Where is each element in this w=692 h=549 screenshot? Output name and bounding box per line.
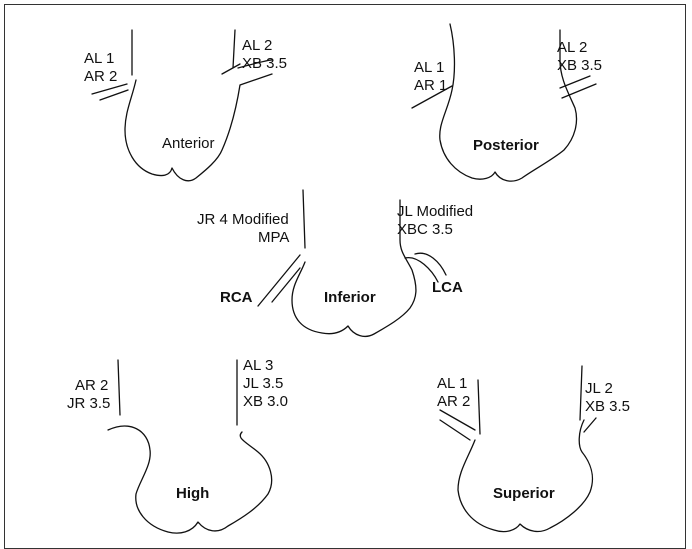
high-left-label-2: JR 3.5 xyxy=(67,395,110,412)
anterior-left-label-1: AL 1 xyxy=(84,50,114,67)
high-right-label-3: XB 3.0 xyxy=(243,393,288,410)
panel-posterior: AL 1 AR 1 AL 2 XB 3.5 Posterior xyxy=(411,23,602,182)
anterior-aorta-outline xyxy=(91,29,273,182)
anterior-title: Anterior xyxy=(162,135,215,152)
superior-right-label-2: XB 3.5 xyxy=(585,398,630,415)
superior-right-label-1: JL 2 xyxy=(585,380,613,397)
high-aorta-outline xyxy=(107,359,273,534)
posterior-aorta-outline xyxy=(411,23,597,182)
superior-left-label-1: AL 1 xyxy=(437,375,467,392)
superior-aorta-outline xyxy=(439,365,597,533)
anterior-left-label-2: AR 2 xyxy=(84,68,117,85)
inferior-left-label-1: JR 4 Modified xyxy=(197,211,289,228)
high-title: High xyxy=(176,485,209,502)
panel-anterior: AL 1 AR 2 AL 2 XB 3.5 Anterior xyxy=(84,29,287,182)
panel-high: AR 2 JR 3.5 AL 3 JL 3.5 XB 3.0 High xyxy=(67,357,288,534)
inferior-right-label-1: JL Modified xyxy=(397,203,473,220)
posterior-right-label-2: XB 3.5 xyxy=(557,57,602,74)
inferior-aorta-outline xyxy=(257,189,447,337)
superior-left-label-2: AR 2 xyxy=(437,393,470,410)
high-left-label-1: AR 2 xyxy=(75,377,108,394)
posterior-left-label-2: AR 1 xyxy=(414,77,447,94)
superior-title: Superior xyxy=(493,485,555,502)
posterior-title: Posterior xyxy=(473,137,539,154)
anterior-left-coronary xyxy=(237,59,273,69)
anterior-right-label-1: AL 2 xyxy=(242,37,272,54)
posterior-left-label-1: AL 1 xyxy=(414,59,444,76)
panel-inferior: JR 4 Modified MPA JL Modified XBC 3.5 RC… xyxy=(197,189,473,337)
inferior-right-label-2: XBC 3.5 xyxy=(397,221,453,238)
lca-label: LCA xyxy=(432,279,463,296)
rca-label: RCA xyxy=(220,289,253,306)
high-right-label-1: AL 3 xyxy=(243,357,273,374)
inferior-title: Inferior xyxy=(324,289,376,306)
inferior-left-label-2: MPA xyxy=(258,229,289,246)
inferior-rca-branch xyxy=(271,267,301,303)
anterior-right-label-2: XB 3.5 xyxy=(242,55,287,72)
panel-superior: AL 1 AR 2 JL 2 XB 3.5 Superior xyxy=(437,365,630,533)
posterior-right-label-1: AL 2 xyxy=(557,39,587,56)
high-right-label-2: JL 3.5 xyxy=(243,375,283,392)
